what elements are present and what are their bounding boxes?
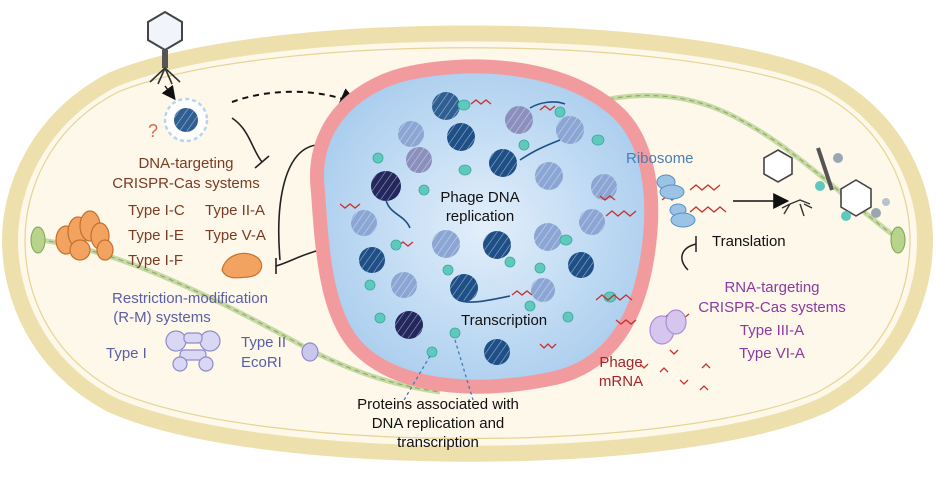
rm-title: Restriction-modification — [112, 290, 268, 307]
rna-type-via-label: Type VI-A — [739, 345, 805, 362]
nucleus-teal-proteins — [364, 99, 617, 358]
phage-dna-replication-label: Phage DNA — [440, 189, 519, 206]
cas-nuclease-icon — [221, 252, 263, 279]
rm-ecori-label: EcoRI — [241, 354, 282, 371]
protein-pointer-lines — [403, 339, 474, 401]
dna-targeting-subtitle: CRISPR-Cas systems — [112, 175, 260, 192]
unknown-step-question-mark: ? — [148, 121, 158, 141]
nucleus-dna-strands — [385, 101, 566, 303]
type-iia-label: Type II-A — [205, 202, 265, 219]
rna-targeting-subtitle: CRISPR-Cas systems — [698, 299, 846, 316]
rm-type-ii-enzyme-icon — [301, 342, 319, 362]
phage-mrna-label-line1: Phage — [599, 354, 642, 371]
phage-virion-icon — [147, 10, 183, 101]
rm-subtitle: (R-M) systems — [113, 309, 211, 326]
proteins-label-line2: DNA replication and — [372, 415, 505, 432]
phage-genome-coils — [351, 92, 617, 365]
ribosome-icon — [656, 174, 696, 228]
proteins-label-line1: Proteins associated with — [357, 396, 519, 413]
bacterial-cell-membrane — [24, 47, 911, 440]
rm-type-ii-label: Type II — [241, 334, 286, 351]
type-va-label: Type V-A — [205, 227, 266, 244]
phage-progeny-parts — [763, 147, 890, 221]
type-ic-label: Type I-C — [128, 202, 185, 219]
ribosome-label: Ribosome — [626, 150, 694, 167]
dna-targeting-inhibition-arrows — [231, 117, 321, 274]
rna-type-iiia-label: Type III-A — [740, 322, 804, 339]
rna-targeting-cas-icon — [649, 309, 687, 345]
injected-phage-dna-icon — [163, 97, 209, 143]
dna-targeting-title: DNA-targeting — [138, 155, 233, 172]
rm-type-i-enzyme-icon — [165, 330, 221, 372]
chromosome-anchor-left — [30, 226, 46, 254]
dna-targeting-line1: DNA-targeting — [138, 155, 233, 172]
proteins-label-line3: transcription — [397, 434, 479, 451]
type-if-label: Type I-F — [128, 252, 183, 269]
type-ie-label: Type I-E — [128, 227, 184, 244]
translation-label: Translation — [712, 233, 786, 250]
transcription-label: Transcription — [461, 312, 547, 329]
phage-dna-replication-label-2: replication — [446, 208, 514, 225]
rm-type-i-label: Type I — [106, 345, 147, 362]
cas-complex-icon — [55, 210, 114, 261]
phage-mrna-label-line2: mRNA — [599, 373, 643, 390]
chromosome-anchor-right — [890, 226, 906, 254]
phage-nucleus-shell — [310, 59, 659, 394]
rna-targeting-title: RNA-targeting — [724, 279, 819, 296]
cytoplasm-mrna — [595, 184, 727, 391]
translation-inhibition-arrow — [681, 236, 697, 271]
phage-dna-line1: Phage DNA — [440, 189, 519, 206]
